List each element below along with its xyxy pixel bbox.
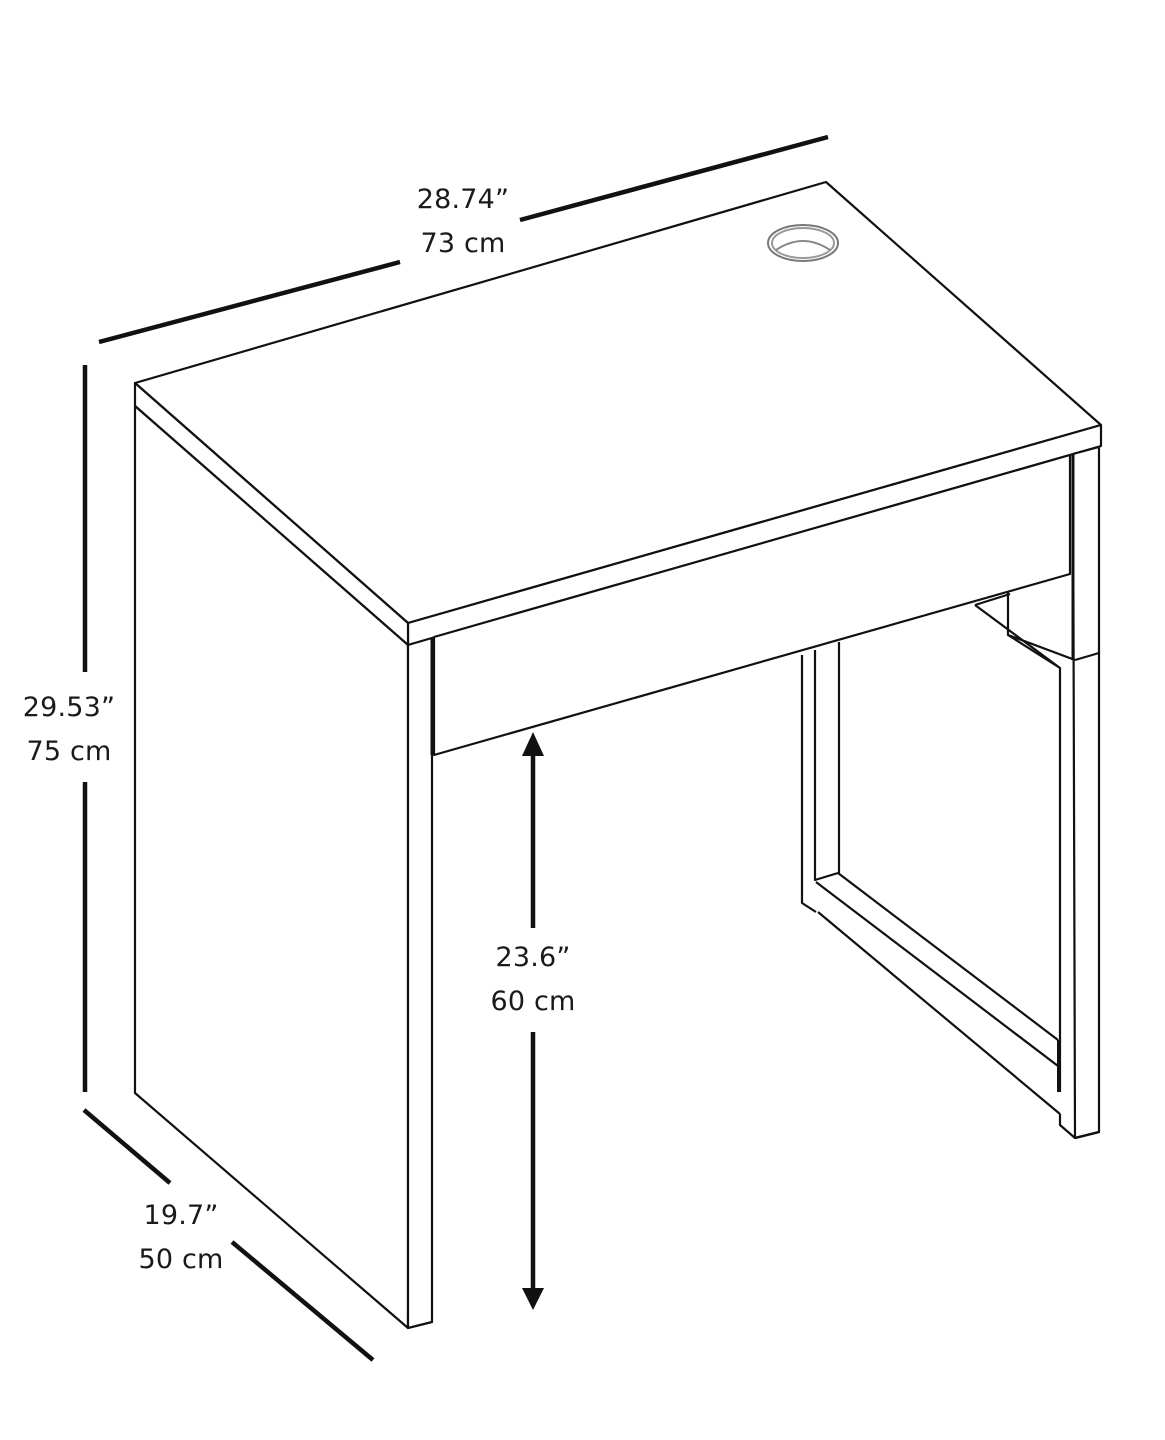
depth-imperial: 19.7” [143, 1200, 219, 1231]
depth-dimension-line-top [82, 1108, 172, 1185]
right-leg-front-post [1071, 445, 1101, 1140]
depth-dimension-line-bottom [230, 1240, 375, 1362]
left-panel-front [406, 636, 434, 1330]
height-imperial: 29.53” [22, 692, 116, 723]
dimension-lines [82, 134, 829, 1362]
clearance-arrow-down-icon [522, 1288, 544, 1310]
width-imperial: 28.74” [416, 184, 510, 215]
depth-dimension-label: 19.7” 50 cm [118, 1194, 244, 1282]
width-dimension-line-right [519, 134, 829, 223]
clearance-imperial: 23.6” [495, 942, 571, 973]
clearance-dimension-label: 23.6” 60 cm [470, 936, 596, 1024]
width-dimension-label: 28.74” 73 cm [398, 178, 528, 266]
cable-grommet-icon [767, 224, 839, 262]
height-dimension-label: 29.53” 75 cm [6, 686, 132, 774]
clearance-metric: 60 cm [490, 986, 576, 1017]
height-metric: 75 cm [26, 736, 112, 767]
drawer-front [432, 453, 1072, 757]
depth-metric: 50 cm [138, 1244, 224, 1275]
width-metric: 73 cm [420, 228, 506, 259]
clearance-arrow-up-icon [522, 732, 544, 756]
desk-drawing [133, 180, 1103, 1330]
width-dimension-line-left [98, 259, 401, 345]
